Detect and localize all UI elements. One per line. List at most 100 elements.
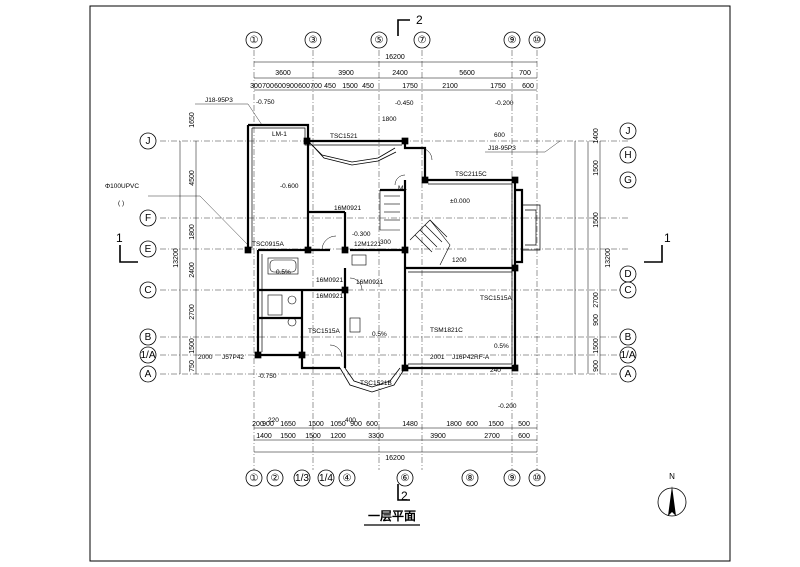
axis-bottom-4: ④: [343, 473, 352, 484]
axis-right-4: C: [624, 285, 631, 296]
label-j18-top: J18-95P3: [205, 97, 233, 104]
label-1800: 1800: [382, 116, 397, 123]
axis-bottom-3: 1/4: [319, 473, 333, 484]
dim-bottom-total: 16200: [385, 455, 405, 462]
label-m0921c: 16M0921: [316, 277, 343, 284]
label-slope3: 0.5%: [276, 269, 291, 276]
dim-left-seg-0: 1650: [189, 112, 196, 128]
north-label: N: [669, 472, 675, 481]
dim-left-seg-2: 1800: [189, 224, 196, 240]
dim-top-row2-11: 1750: [490, 83, 506, 90]
axis-bottom-2: 1/3: [295, 473, 309, 484]
dim-left-seg-1: 4500: [189, 170, 196, 186]
dim-bottom-row1-0: 1400: [256, 433, 272, 440]
label-600: 600: [494, 132, 505, 139]
label-slope2: 0.5%: [494, 343, 509, 350]
axis-top-1: ③: [309, 35, 318, 46]
axis-bottom-3-circle: [317, 469, 335, 487]
axis-top-0-circle: [245, 31, 263, 49]
axis-right-7-circle: [619, 365, 637, 383]
dim-bottom-row2-8: 1800: [446, 421, 462, 428]
label-tsc1521b: TSC1521B: [360, 380, 392, 387]
dim-top-total: 16200: [385, 54, 405, 61]
dim-bottom-row1-7: 600: [518, 433, 530, 440]
dim-left-seg-4: 2700: [189, 304, 196, 320]
axis-bottom-6: ⑧: [466, 473, 475, 484]
axis-left-5: 1/A: [140, 350, 155, 361]
dim-bottom-row2-1: 900: [262, 421, 274, 428]
label-j57: J57P42: [222, 354, 244, 361]
dim-top-row2-7: 1500: [342, 83, 358, 90]
section-marks: [119, 19, 663, 501]
dim-bottom-row1-2: 1500: [305, 433, 321, 440]
dim-top-row2-5: 700: [310, 83, 322, 90]
dim-bottom-row2-4: 1050: [330, 421, 346, 428]
axis-left-3-circle: [139, 281, 157, 299]
label-tsm1821c: TSM1821C: [430, 327, 463, 334]
side-window: [522, 204, 541, 251]
axis-right-2-circle: [619, 171, 637, 189]
axis-left-1: F: [145, 213, 151, 224]
level-m0450: -0.450: [395, 100, 414, 107]
section-mark-1-right: 1: [664, 231, 671, 245]
section-mark-1-left: 1: [116, 231, 123, 245]
walls: [246, 123, 524, 370]
label-2001: 2001: [430, 354, 445, 361]
axis-left-3: C: [144, 285, 151, 296]
axis-bottom-8: ⑩: [533, 473, 542, 484]
dim-right-seg-6: 900: [593, 360, 600, 372]
door-swings: [321, 147, 433, 358]
axis-bottom-7-circle: [503, 469, 521, 487]
label-m0921d: 16M0921: [316, 293, 343, 300]
axis-bottom-0: ①: [250, 473, 259, 484]
label-tsc0915a: TSC0915A: [252, 241, 284, 248]
axis-right-5: B: [625, 332, 632, 343]
axis-left-5-circle: [139, 346, 157, 364]
drawing-title: 一层平面: [368, 509, 416, 523]
dim-top-row2-12: 600: [522, 83, 534, 90]
axis-left-4-circle: [139, 328, 157, 346]
axis-left-0-circle: [139, 132, 157, 150]
axis-top-5-circle: [528, 31, 546, 49]
label-220: 220: [268, 417, 279, 424]
axis-bottom-5: ⑥: [401, 473, 410, 484]
axis-top-3-circle: [413, 31, 431, 49]
dim-top-row2-8: 450: [362, 83, 374, 90]
dim-top-row2-4: 600: [298, 83, 310, 90]
dim-right-seg-2: 1500: [593, 212, 600, 228]
dim-bottom-row1-3: 1200: [330, 433, 346, 440]
axis-right-6-circle: [619, 346, 637, 364]
dim-right-seg-3: 2700: [593, 292, 600, 308]
label-slope1: 0.5%: [372, 331, 387, 338]
dim-top-row2-9: 1750: [402, 83, 418, 90]
label-m1221: 12M1221: [354, 241, 381, 248]
dim-top-row1-0: 3600: [275, 70, 291, 77]
dim-bottom-row2-2: 1650: [280, 421, 296, 428]
axis-bottom-6-circle: [461, 469, 479, 487]
label-240: 240: [490, 367, 501, 374]
dim-bottom-row2-3: 1500: [308, 421, 324, 428]
dim-bottom-row2-7: 1480: [402, 421, 418, 428]
dim-top-row2-0: 300: [250, 83, 262, 90]
dim-top-row2-1: 700: [262, 83, 274, 90]
level-m0600: -0.600: [280, 183, 299, 190]
staircase: [379, 190, 451, 266]
label-j16: J16P42RF-A: [452, 354, 490, 361]
axis-left-0: J: [146, 136, 151, 147]
dim-bottom-row1-4: 3300: [368, 433, 384, 440]
dim-top-row2-2: 600: [274, 83, 286, 90]
dim-bottom-row2-6: 600: [366, 421, 378, 428]
section-mark-2-bottom: 2: [401, 489, 408, 503]
axis-right-1: H: [624, 150, 631, 161]
label-tsc1515a-left: TSC1515A: [308, 328, 340, 335]
axis-left-6: A: [145, 369, 152, 380]
label-m0921b: 16M0921: [356, 279, 383, 286]
axis-top-5: ⑩: [533, 35, 542, 46]
axis-left-4: B: [145, 332, 152, 343]
north-arrow: [657, 486, 687, 517]
axis-right-0: J: [626, 126, 631, 137]
axis-right-2: G: [624, 175, 632, 186]
axis-right-0-circle: [619, 122, 637, 140]
